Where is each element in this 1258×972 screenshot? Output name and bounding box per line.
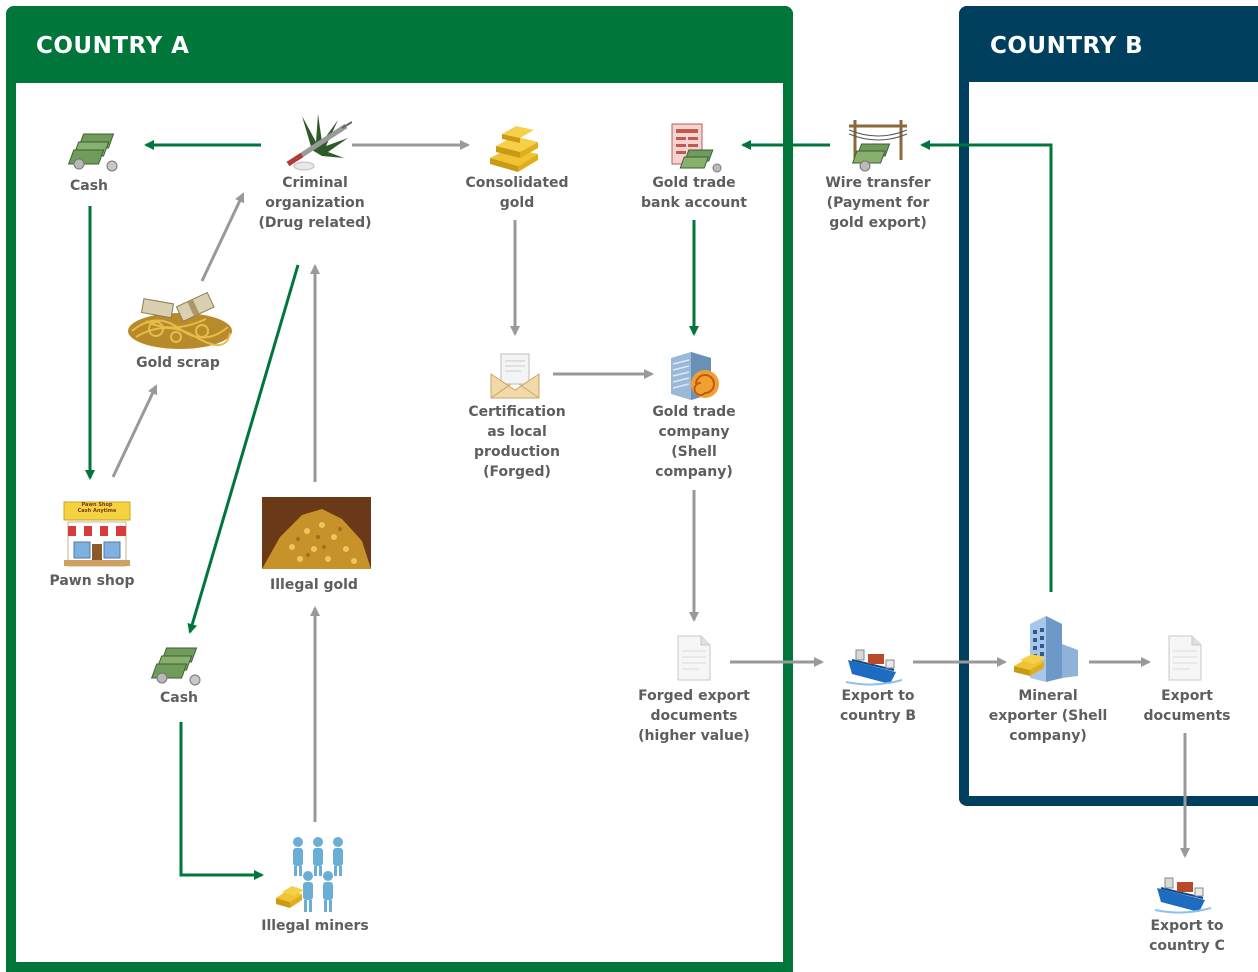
node-certification: Certification as local production (Forge… [447,402,587,482]
node-gold-trade-company: Gold trade company (Shell company) [624,402,764,482]
node-label: Certification as local production (Forge… [468,404,566,480]
node-label: Mineral exporter (Shell company) [988,688,1108,744]
node-illegal-gold: Illegal gold [254,575,374,595]
node-label: Export to country C [1149,918,1225,954]
people-icon [276,837,343,912]
arrow-criminal-to-cash-bottom [187,264,300,634]
node-export-to-country-b: Export to country B [818,686,938,726]
node-wire-transfer: Wire transfer (Payment for gold export) [807,173,949,233]
node-label: Export documents [1143,688,1231,724]
arrow-pawn-to-scrap [111,384,158,478]
cash-icon [67,133,118,172]
country-b-title: COUNTRY B [990,33,1144,59]
node-gold-trade-bank-account: Gold trade bank account [624,173,764,213]
node-label: Illegal miners [261,918,369,934]
node-consolidated-gold: Consolidated gold [447,173,587,213]
node-label: Wire transfer (Payment for gold export) [825,175,931,231]
country-a-header: COUNTRY A [6,6,793,83]
node-label: Consolidated gold [465,175,569,211]
node-label: Cash [69,178,109,194]
gold-bars-icon [490,126,538,172]
gold-nuggets-icon [262,497,371,569]
node-export-documents: Export documents [1131,686,1243,726]
node-label: Forged export documents (higher value) [638,688,750,744]
node-label: Export to country B [839,688,917,724]
node-label: Cash [159,690,199,706]
country-a-title: COUNTRY A [36,33,190,59]
node-label: Criminal organization (Drug related) [258,175,372,231]
arrow-scrap-to-criminal [200,192,245,282]
arrow-cash-to-miners [179,722,264,880]
ship-icon [1155,877,1211,914]
node-cash-top: Cash [49,176,129,196]
node-cash-bottom: Cash [139,688,219,708]
pawn-shop-sign-text: Pawn Shop Cash Anytime [64,502,130,514]
bank-account-icon [671,123,722,173]
pawn-shop-icon [63,501,131,567]
country-b-panel: COUNTRY B [959,6,1258,806]
node-label: Pawn shop [49,573,135,589]
drugs-icon [286,114,352,171]
node-criminal-organization: Criminal organization (Drug related) [244,173,386,233]
node-label: Gold trade company (Shell company) [652,404,736,480]
arrow-mineral-to-wire [920,140,1053,592]
node-label: Gold scrap [136,355,220,371]
node-label: Gold trade bank account [641,175,747,211]
node-gold-scrap: Gold scrap [118,353,238,373]
wire-transfer-icon [848,120,908,172]
certificate-envelope-icon [490,353,540,399]
node-forged-export-documents: Forged export documents (higher value) [619,686,769,746]
node-illegal-miners: Illegal miners [244,916,386,936]
gold-scrap-icon [128,291,232,349]
building-gold-icon [1014,616,1078,682]
node-pawn-shop: Pawn shop [32,571,152,591]
node-label: Illegal gold [270,577,358,593]
country-a-panel: COUNTRY A [6,6,793,972]
shell-company-icon [671,352,719,400]
document-icon [1168,635,1202,681]
ship-icon [846,649,902,686]
cash-icon [150,647,201,686]
country-b-header: COUNTRY B [959,6,1258,82]
document-icon [677,635,711,681]
pawn-shop-sign-label: Pawn Shop Cash Anytime [77,502,117,514]
node-export-to-country-c: Export to country C [1131,916,1243,956]
node-mineral-exporter: Mineral exporter (Shell company) [975,686,1121,746]
